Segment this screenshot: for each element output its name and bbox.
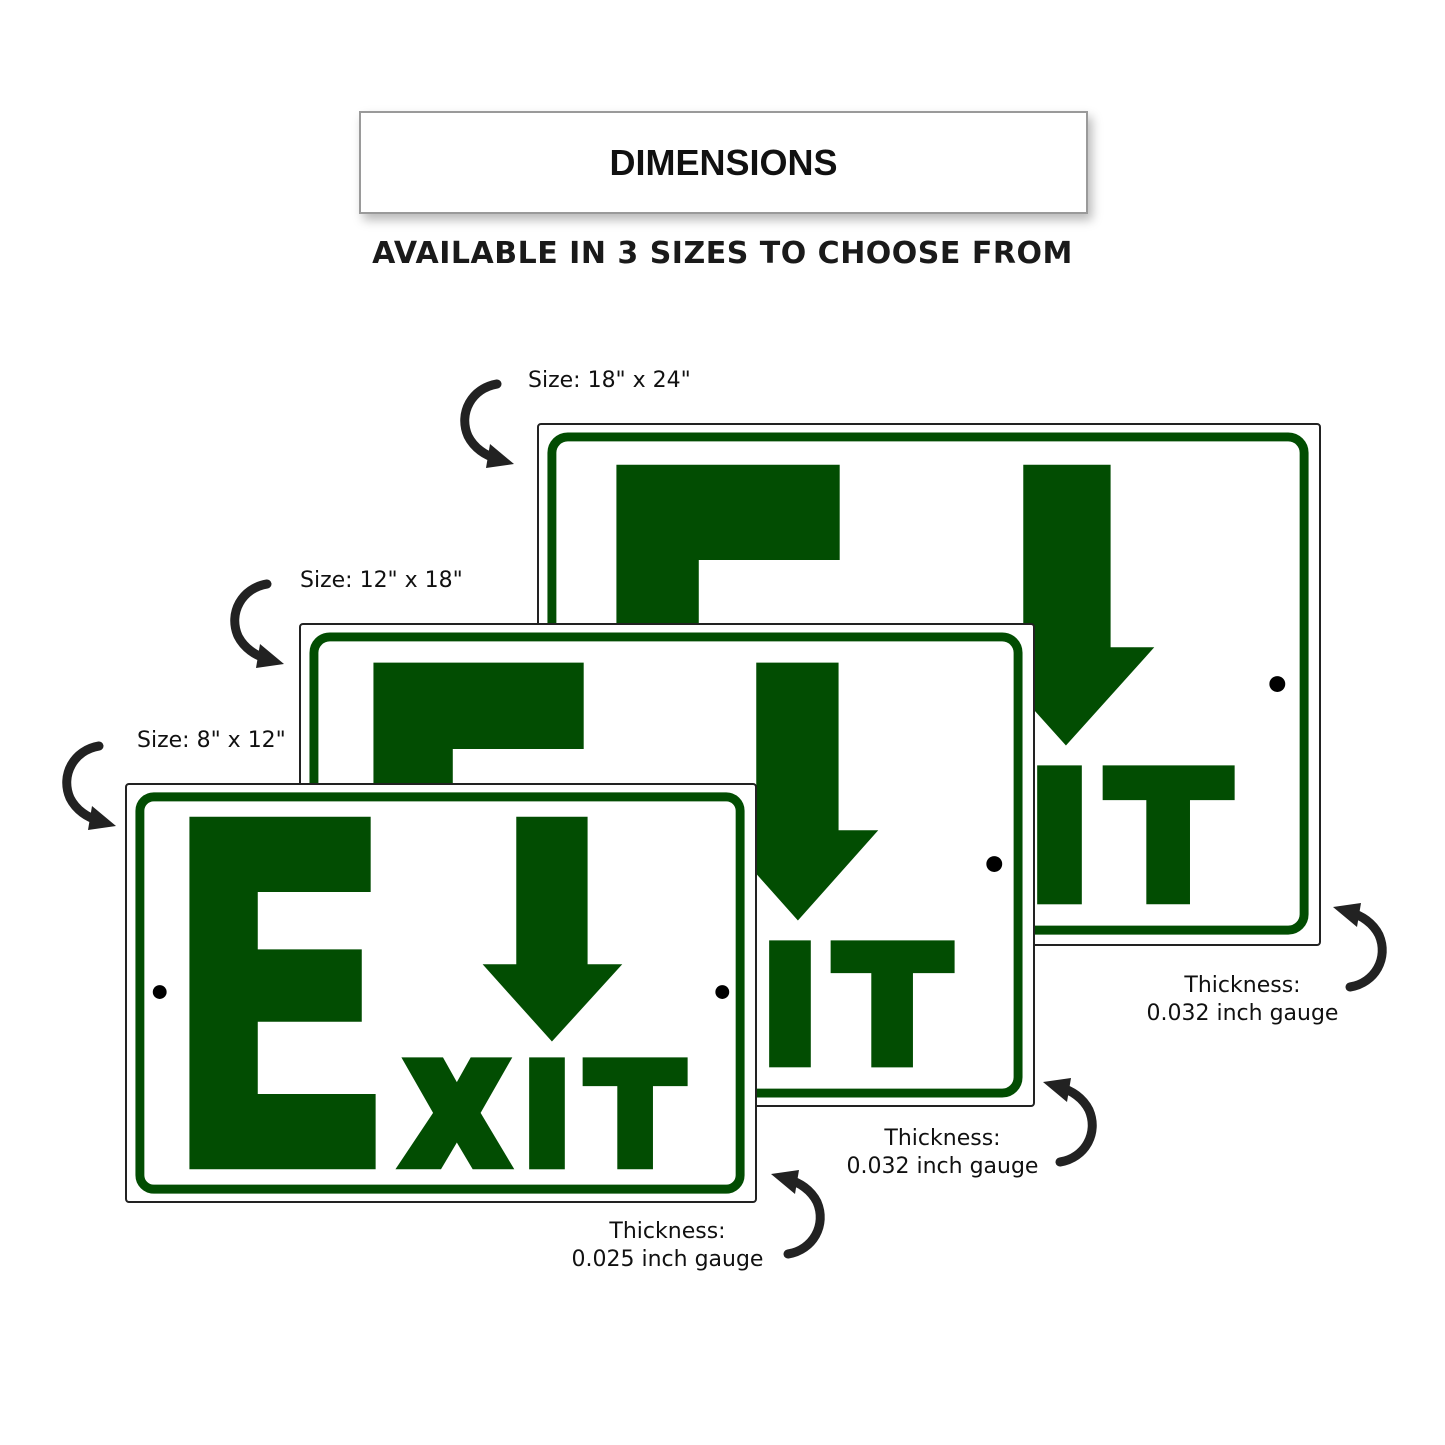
letter-i-shape [769,940,811,1068]
thickness-title: Thickness: [1184,973,1301,998]
sign-small-graphic [135,792,745,1194]
curved-arrow-icon [1043,1078,1097,1167]
letter-i-shape [529,1057,565,1170]
thickness-title: Thickness: [884,1126,1001,1151]
thickness-large: Thickness: 0.032 inch gauge [1135,972,1350,1028]
page-subtitle: AVAILABLE IN 3 SIZES TO CHOOSE FROM [372,236,1073,271]
letter-e-shape [373,662,584,784]
sign-medium-graphic [309,632,1023,1098]
mounting-hole-icon [715,985,730,999]
letter-t-shape [582,1057,688,1170]
down-arrow-icon [717,662,879,921]
thickness-value: 0.032 inch gauge [1146,1001,1339,1026]
down-arrow-icon [482,816,623,1042]
sign-small [125,783,757,1203]
size-label-large: Size: 18" x 24" [528,368,691,393]
letter-e-shape [189,816,376,1170]
curved-arrow-icon [62,741,116,830]
thickness-title: Thickness: [609,1219,726,1244]
letter-t-shape [1102,765,1235,905]
thickness-small: Thickness: 0.025 inch gauge [560,1218,775,1274]
letter-i-shape [1037,765,1082,905]
thickness-value: 0.032 inch gauge [846,1154,1039,1179]
letter-e-shape [616,464,840,624]
letter-t-shape [830,940,955,1068]
mounting-hole-icon [1269,676,1286,692]
dimensions-title-box: DIMENSIONS [359,111,1088,214]
curved-arrow-icon [771,1170,825,1259]
mounting-hole-icon [986,856,1003,872]
curved-arrow-icon [1333,903,1387,992]
thickness-medium: Thickness: 0.032 inch gauge [835,1125,1050,1181]
thickness-value: 0.025 inch gauge [571,1247,764,1272]
letter-x-shape [395,1057,515,1170]
curved-arrow-icon [460,379,514,468]
page-title: DIMENSIONS [609,141,838,183]
size-label-medium: Size: 12" x 18" [300,568,463,593]
mounting-hole-icon [152,985,167,999]
curved-arrow-icon [230,579,284,668]
size-label-small: Size: 8" x 12" [137,728,286,753]
